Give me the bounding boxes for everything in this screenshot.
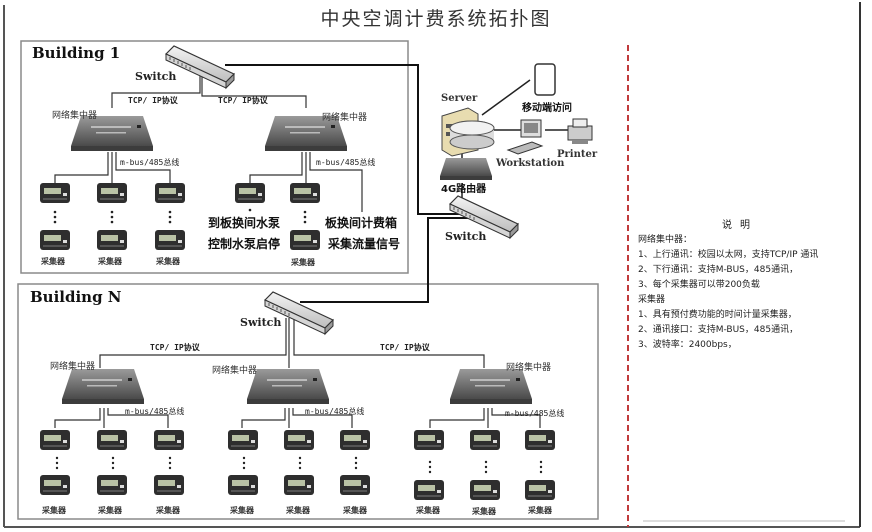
- buildingN-hub-label: 网络集中器: [50, 362, 96, 372]
- buildingN-hub-label: 网络集中器: [506, 363, 552, 373]
- collector-label: 采集器: [42, 506, 66, 515]
- workstation-icon: [506, 119, 544, 155]
- legend-line: 1、具有预付费功能的时间计量采集器，: [638, 310, 797, 320]
- collector-label: 采集器: [156, 257, 180, 266]
- collector-label: 采集器: [156, 506, 180, 515]
- collector-label: 采集器: [528, 506, 552, 515]
- building1-protocol-right: TCP/ IP协议: [218, 96, 268, 105]
- mobile-access-label: 移动端访问: [522, 103, 572, 114]
- collector-label: 采集器: [41, 257, 65, 266]
- workstation-label: Workstation: [496, 158, 565, 169]
- buildingN-protocol-right: TCP/ IP协议: [380, 343, 430, 352]
- server-label: Server: [441, 93, 478, 104]
- printer-label: Printer: [557, 149, 598, 160]
- mobile-phone-icon: [534, 63, 556, 96]
- building1-bus-left-label: m-bus/485总线: [120, 158, 180, 167]
- buildingN-box: [17, 283, 599, 520]
- legend-line: 2、下行通讯：支持M-BUS，485通讯，: [638, 265, 799, 275]
- building1-hub-left-label: 网络集中器: [52, 111, 98, 121]
- buildingN-label: Building N: [30, 288, 122, 306]
- router-4g-label: 4G路由器: [441, 184, 487, 195]
- building1-switch-label: Switch: [135, 70, 177, 83]
- legend-title: 说明: [722, 220, 758, 231]
- collector-label: 采集器: [291, 258, 315, 267]
- buildingN-switch-label: Switch: [240, 316, 282, 329]
- router-4g-icon: [440, 158, 492, 180]
- buildingN-bus-label: m-bus/485总线: [505, 409, 565, 418]
- building1-hub-right-label: 网络集中器: [322, 113, 368, 123]
- printer-icon: [567, 118, 593, 144]
- server-icon: [441, 107, 495, 157]
- legend-body: 网络集中器： 1、上行通讯：校园以太网，支持TCP/IP 通讯 2、下行通讯：支…: [638, 233, 818, 353]
- legend-line: 网络集中器：: [638, 235, 693, 245]
- buildingN-protocol-left: TCP/ IP协议: [150, 343, 200, 352]
- legend-line: 3、波特率：2400bps，: [638, 340, 737, 350]
- legend-line: 采集器: [638, 295, 666, 305]
- buildingN-hub-label: 网络集中器: [212, 366, 258, 376]
- legend-line: 1、上行通讯：校园以太网，支持TCP/IP 通讯: [638, 250, 819, 260]
- note-pump-line1: 到板换间水泵: [208, 216, 281, 230]
- collector-label: 采集器: [343, 506, 367, 515]
- collector-label: 采集器: [98, 506, 122, 515]
- building1-bus-right-label: m-bus/485总线: [316, 158, 376, 167]
- building1-protocol-left: TCP/ IP协议: [128, 96, 178, 105]
- note-box-line1: 板换间计费箱: [325, 216, 398, 230]
- legend-line: 3、每个采集器可以带200负载: [638, 280, 760, 290]
- legend-line: 2、通讯接口：支持M-BUS，485通讯，: [638, 325, 799, 335]
- collector-label: 采集器: [472, 507, 496, 516]
- collector-label: 采集器: [286, 506, 310, 515]
- collector-label: 采集器: [230, 506, 254, 515]
- note-pump-line2: 控制水泵启停: [208, 237, 281, 251]
- collector-label: 采集器: [416, 506, 440, 515]
- buildingN-bus-label: m-bus/485总线: [305, 407, 365, 416]
- diagram-title: 中央空调计费系统拓扑图: [320, 8, 552, 30]
- buildingN-bus-label: m-bus/485总线: [125, 407, 185, 416]
- note-box-line2: 采集流量信号: [328, 237, 401, 251]
- building1-label: Building 1: [32, 44, 121, 62]
- building1-box: [20, 40, 409, 274]
- center-switch-label: Switch: [445, 230, 487, 243]
- collector-label: 采集器: [98, 257, 122, 266]
